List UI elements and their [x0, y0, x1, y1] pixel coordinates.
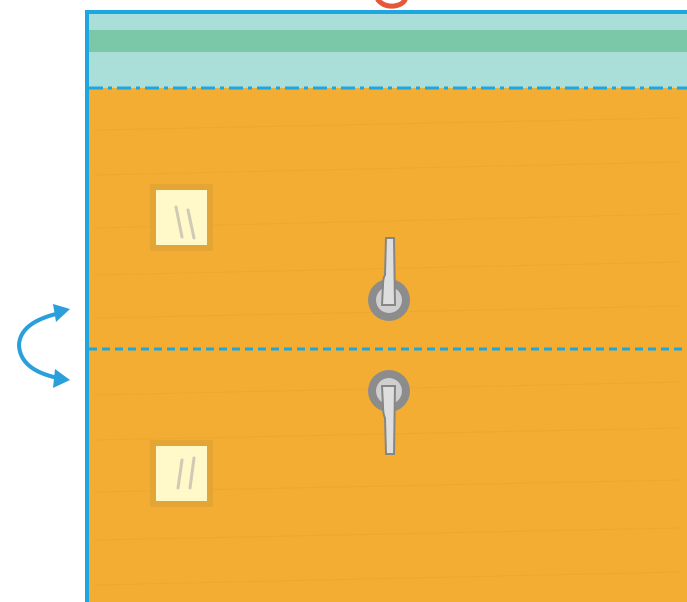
envelope-flap-stripe: [87, 30, 687, 52]
top-edge-red-mark: [375, 0, 408, 9]
address-window-icon: [150, 184, 213, 251]
metal-clasp-icon: [368, 370, 410, 455]
envelope-outline: [85, 10, 687, 602]
metal-clasp-icon: [368, 237, 410, 321]
curved-double-arrow-icon: [16, 304, 70, 388]
address-window-icon: [150, 440, 213, 507]
envelope-body: [87, 88, 687, 602]
